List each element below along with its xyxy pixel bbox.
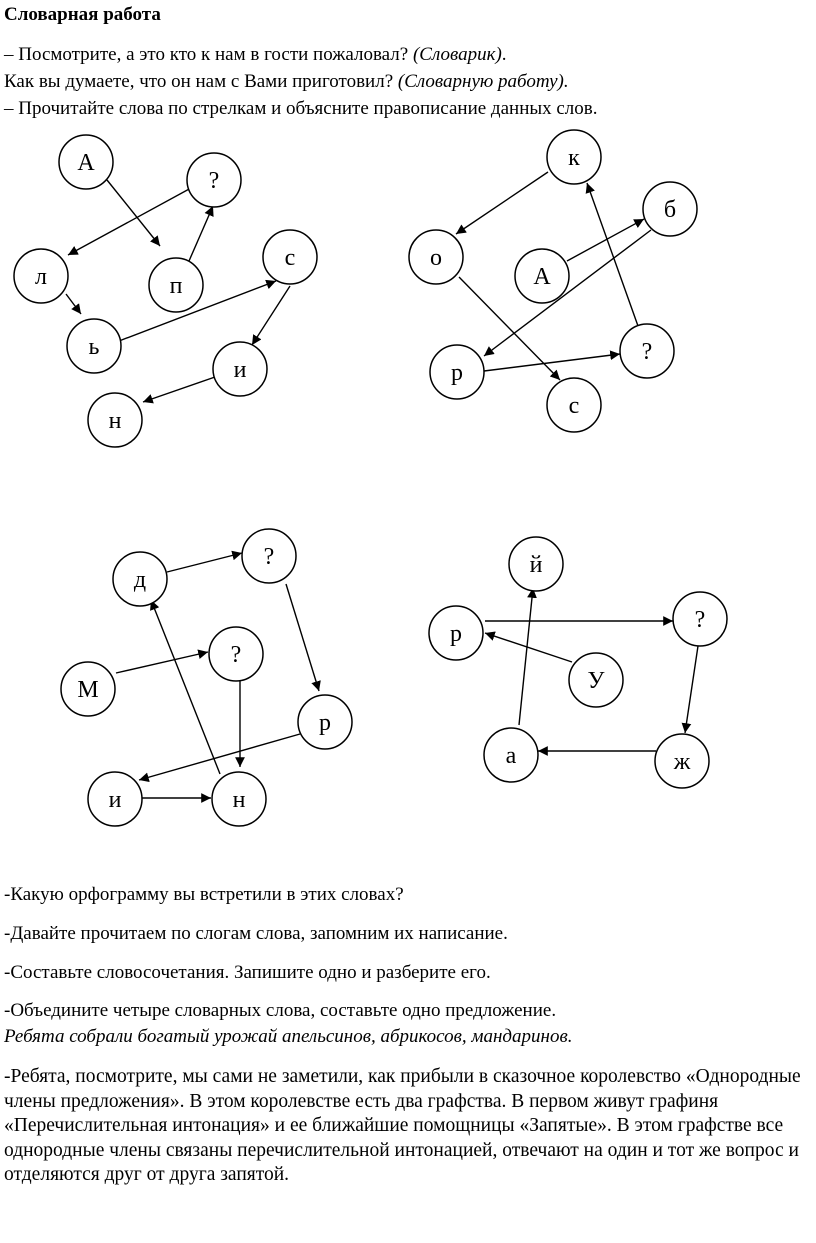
letter-node-label: д xyxy=(134,567,146,593)
letter-node-circle xyxy=(208,626,264,682)
letter-node-label: А xyxy=(533,264,551,290)
letter-node-label: р xyxy=(450,621,462,647)
intro-line-2-text: Как вы думаете, что он нам с Вами пригот… xyxy=(4,71,398,92)
letter-node-label: о xyxy=(430,245,442,271)
letter-node-label: ? xyxy=(209,168,220,194)
letter-node-label: М xyxy=(77,677,98,703)
arrow xyxy=(681,645,699,734)
letter-node-label: с xyxy=(285,245,296,271)
arrow xyxy=(566,218,645,262)
letter-node-label: ж xyxy=(673,749,691,775)
letter-node-circle xyxy=(546,129,602,185)
letter-node-circle xyxy=(66,318,122,374)
question-3: -Составьте словосочетания. Запишите одно… xyxy=(4,962,491,983)
letter-node-circle xyxy=(642,181,698,237)
arrow xyxy=(483,350,621,372)
arrow xyxy=(118,279,277,342)
question-4-answer: Ребята собрали богатый урожай апельсинов… xyxy=(4,1026,573,1047)
letter-node-label: ? xyxy=(642,339,653,365)
word-diagram-1: А ? л п с ь и н xyxy=(13,134,318,448)
letter-node-circle xyxy=(87,392,143,448)
letter-node-circle xyxy=(212,341,268,397)
letter-node-circle xyxy=(514,248,570,304)
arrow xyxy=(484,631,573,663)
letter-node-circle xyxy=(87,771,143,827)
arrow xyxy=(67,187,192,256)
letter-node-label: ь xyxy=(89,334,100,360)
letter-node-circle xyxy=(428,605,484,661)
letter-node-circle xyxy=(483,727,539,783)
word-diagram-4: й р ? У а ж xyxy=(428,536,728,789)
arrow xyxy=(458,276,561,381)
arrow xyxy=(285,583,321,692)
arrow xyxy=(483,229,652,357)
letter-node-circle xyxy=(672,591,728,647)
arrow xyxy=(518,587,537,726)
letter-node-circle xyxy=(60,661,116,717)
letter-node-label: ? xyxy=(264,544,275,570)
arrow xyxy=(106,179,161,247)
letter-node-label: н xyxy=(109,408,122,434)
question-5-paragraph: -Ребята, посмотрите, мы сами не заметили… xyxy=(4,1066,801,1185)
letter-node-label: а xyxy=(506,743,517,769)
letter-node-label: ? xyxy=(231,642,242,668)
letter-node-label: к xyxy=(568,145,580,171)
letter-node-circle xyxy=(408,229,464,285)
arrow xyxy=(455,171,549,235)
letter-node-label: У xyxy=(588,668,605,694)
letter-node-circle xyxy=(148,257,204,313)
letter-node-circle xyxy=(508,536,564,592)
letter-node-circle xyxy=(58,134,114,190)
letter-node-label: с xyxy=(569,393,580,419)
letter-node-label: и xyxy=(234,357,247,383)
letter-node-circle xyxy=(429,344,485,400)
word-diagram-2: к б о А р ? с xyxy=(408,129,698,433)
letter-node-label: р xyxy=(451,360,463,386)
letter-node-circle xyxy=(297,694,353,750)
letter-node-circle xyxy=(211,771,267,827)
arrow xyxy=(150,599,221,775)
letter-node-circle xyxy=(262,229,318,285)
letter-node-label: ? xyxy=(695,607,706,633)
intro-line-1-text: – Посмотрите, а это кто к нам в гости по… xyxy=(4,44,413,65)
letter-node-circle xyxy=(112,551,168,607)
question-1: -Какую орфограмму вы встретили в этих сл… xyxy=(4,884,404,905)
letter-node-label: п xyxy=(170,273,183,299)
arrow xyxy=(166,550,243,573)
word-diagram-3: д ? ? М р и н xyxy=(60,528,353,827)
letter-node-label: й xyxy=(530,552,543,578)
letter-node-label: н xyxy=(233,787,246,813)
arrow xyxy=(251,285,291,346)
arrow xyxy=(585,182,639,327)
section-heading: Словарная работа xyxy=(4,4,161,25)
letter-node-circle xyxy=(241,528,297,584)
letter-node-circle xyxy=(546,377,602,433)
arrow xyxy=(188,205,214,262)
arrow xyxy=(65,293,82,315)
arrow xyxy=(142,376,216,404)
question-2: -Давайте прочитаем по слогам слова, запо… xyxy=(4,923,508,944)
letter-node-label: л xyxy=(35,264,47,290)
intro-line-1-answer: (Словарик) xyxy=(412,44,502,65)
letter-node-label: б xyxy=(664,197,676,223)
intro-line-2: Как вы думаете, что он нам с Вами пригот… xyxy=(4,71,569,93)
letter-node-circle xyxy=(568,652,624,708)
intro-line-1-end: . xyxy=(501,44,507,65)
intro-line-1: – Посмотрите, а это кто к нам в гости по… xyxy=(4,44,507,66)
intro-line-2-answer: (Словарную работу). xyxy=(397,71,569,92)
letter-node-circle xyxy=(654,733,710,789)
question-4: -Объедините четыре словарных слова, сост… xyxy=(4,1000,557,1021)
arrow xyxy=(115,649,209,674)
letter-node-circle xyxy=(619,323,675,379)
letter-node-circle xyxy=(13,248,69,304)
letter-node-circle xyxy=(186,152,242,208)
letter-node-label: р xyxy=(319,710,331,736)
letter-node-label: А xyxy=(77,150,95,176)
arrow xyxy=(138,733,301,783)
letter-node-label: и xyxy=(109,787,122,813)
intro-line-3: – Прочитайте слова по стрелкам и объясни… xyxy=(4,98,598,119)
